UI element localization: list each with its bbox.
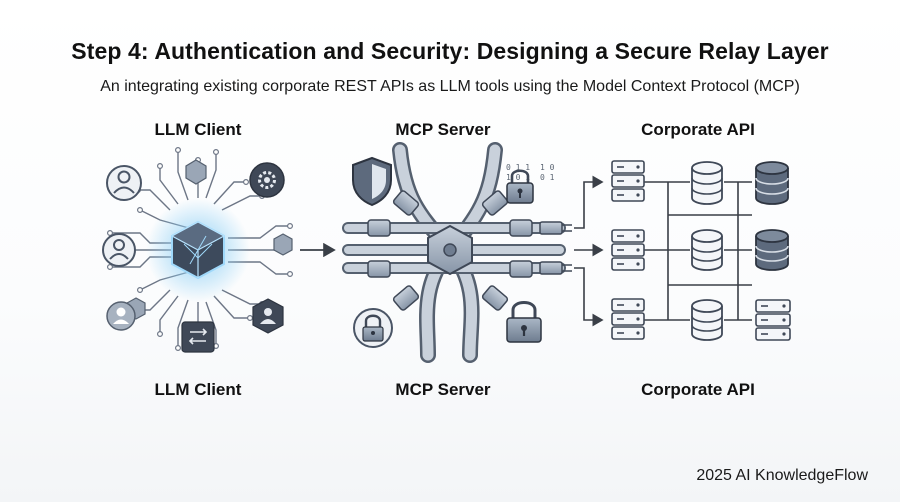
client-trace-nodes xyxy=(106,147,294,352)
user-icon xyxy=(106,301,136,331)
mcp-server-group: 0 1 1 1 0 1 1 0 0 1 xyxy=(342,142,572,363)
hexagon-user-icon xyxy=(252,298,284,334)
hexagon-node-icon xyxy=(185,159,207,185)
user-icon xyxy=(106,165,142,201)
llm-client-group xyxy=(102,147,294,353)
database-icon xyxy=(691,299,723,341)
llm-client-top-label: LLM Client xyxy=(154,120,242,139)
page-title: Step 4: Authentication and Security: Des… xyxy=(71,38,829,64)
svg-text:0 1: 0 1 xyxy=(540,173,555,182)
mcp-server-bottom-label: MCP Server xyxy=(395,380,491,399)
lock-icon xyxy=(506,301,542,343)
connector-blocks xyxy=(367,190,563,311)
connector-hub-icon xyxy=(427,224,473,276)
server-rack-icon xyxy=(755,299,791,341)
page-subtitle: An integrating existing corporate REST A… xyxy=(100,78,800,95)
database-icon xyxy=(755,229,789,271)
corporate-api-group xyxy=(574,160,791,341)
lock-icon xyxy=(353,308,393,348)
server-to-api-arrows xyxy=(574,175,604,327)
svg-text:1 0: 1 0 xyxy=(540,163,555,172)
database-icon xyxy=(755,161,789,205)
svg-text:1 0 1: 1 0 1 xyxy=(506,173,530,182)
api-grid-lines xyxy=(644,181,752,321)
server-rack-icon xyxy=(611,160,645,202)
svg-text:0 1 1: 0 1 1 xyxy=(506,163,530,172)
mcp-server-top-label: MCP Server xyxy=(395,120,491,139)
shield-icon xyxy=(352,156,392,207)
gear-icon xyxy=(249,162,285,198)
footer-credit: 2025 AI KnowledgeFlow xyxy=(696,467,868,484)
hexagon-node-icon xyxy=(273,233,293,256)
binary-lock-icon: 0 1 1 1 0 1 1 0 0 1 xyxy=(506,163,555,204)
user-icon xyxy=(102,233,136,267)
database-icon xyxy=(691,161,723,205)
llm-client-bottom-label: LLM Client xyxy=(154,380,242,399)
swap-icon xyxy=(181,321,215,353)
database-icon xyxy=(691,229,723,271)
server-rack-icon xyxy=(611,229,645,271)
server-rack-icon xyxy=(611,298,645,340)
corporate-api-bottom-label: Corporate API xyxy=(641,380,755,399)
plug-ends xyxy=(562,224,572,272)
corporate-api-top-label: Corporate API xyxy=(641,120,755,139)
cube-icon xyxy=(170,220,226,280)
